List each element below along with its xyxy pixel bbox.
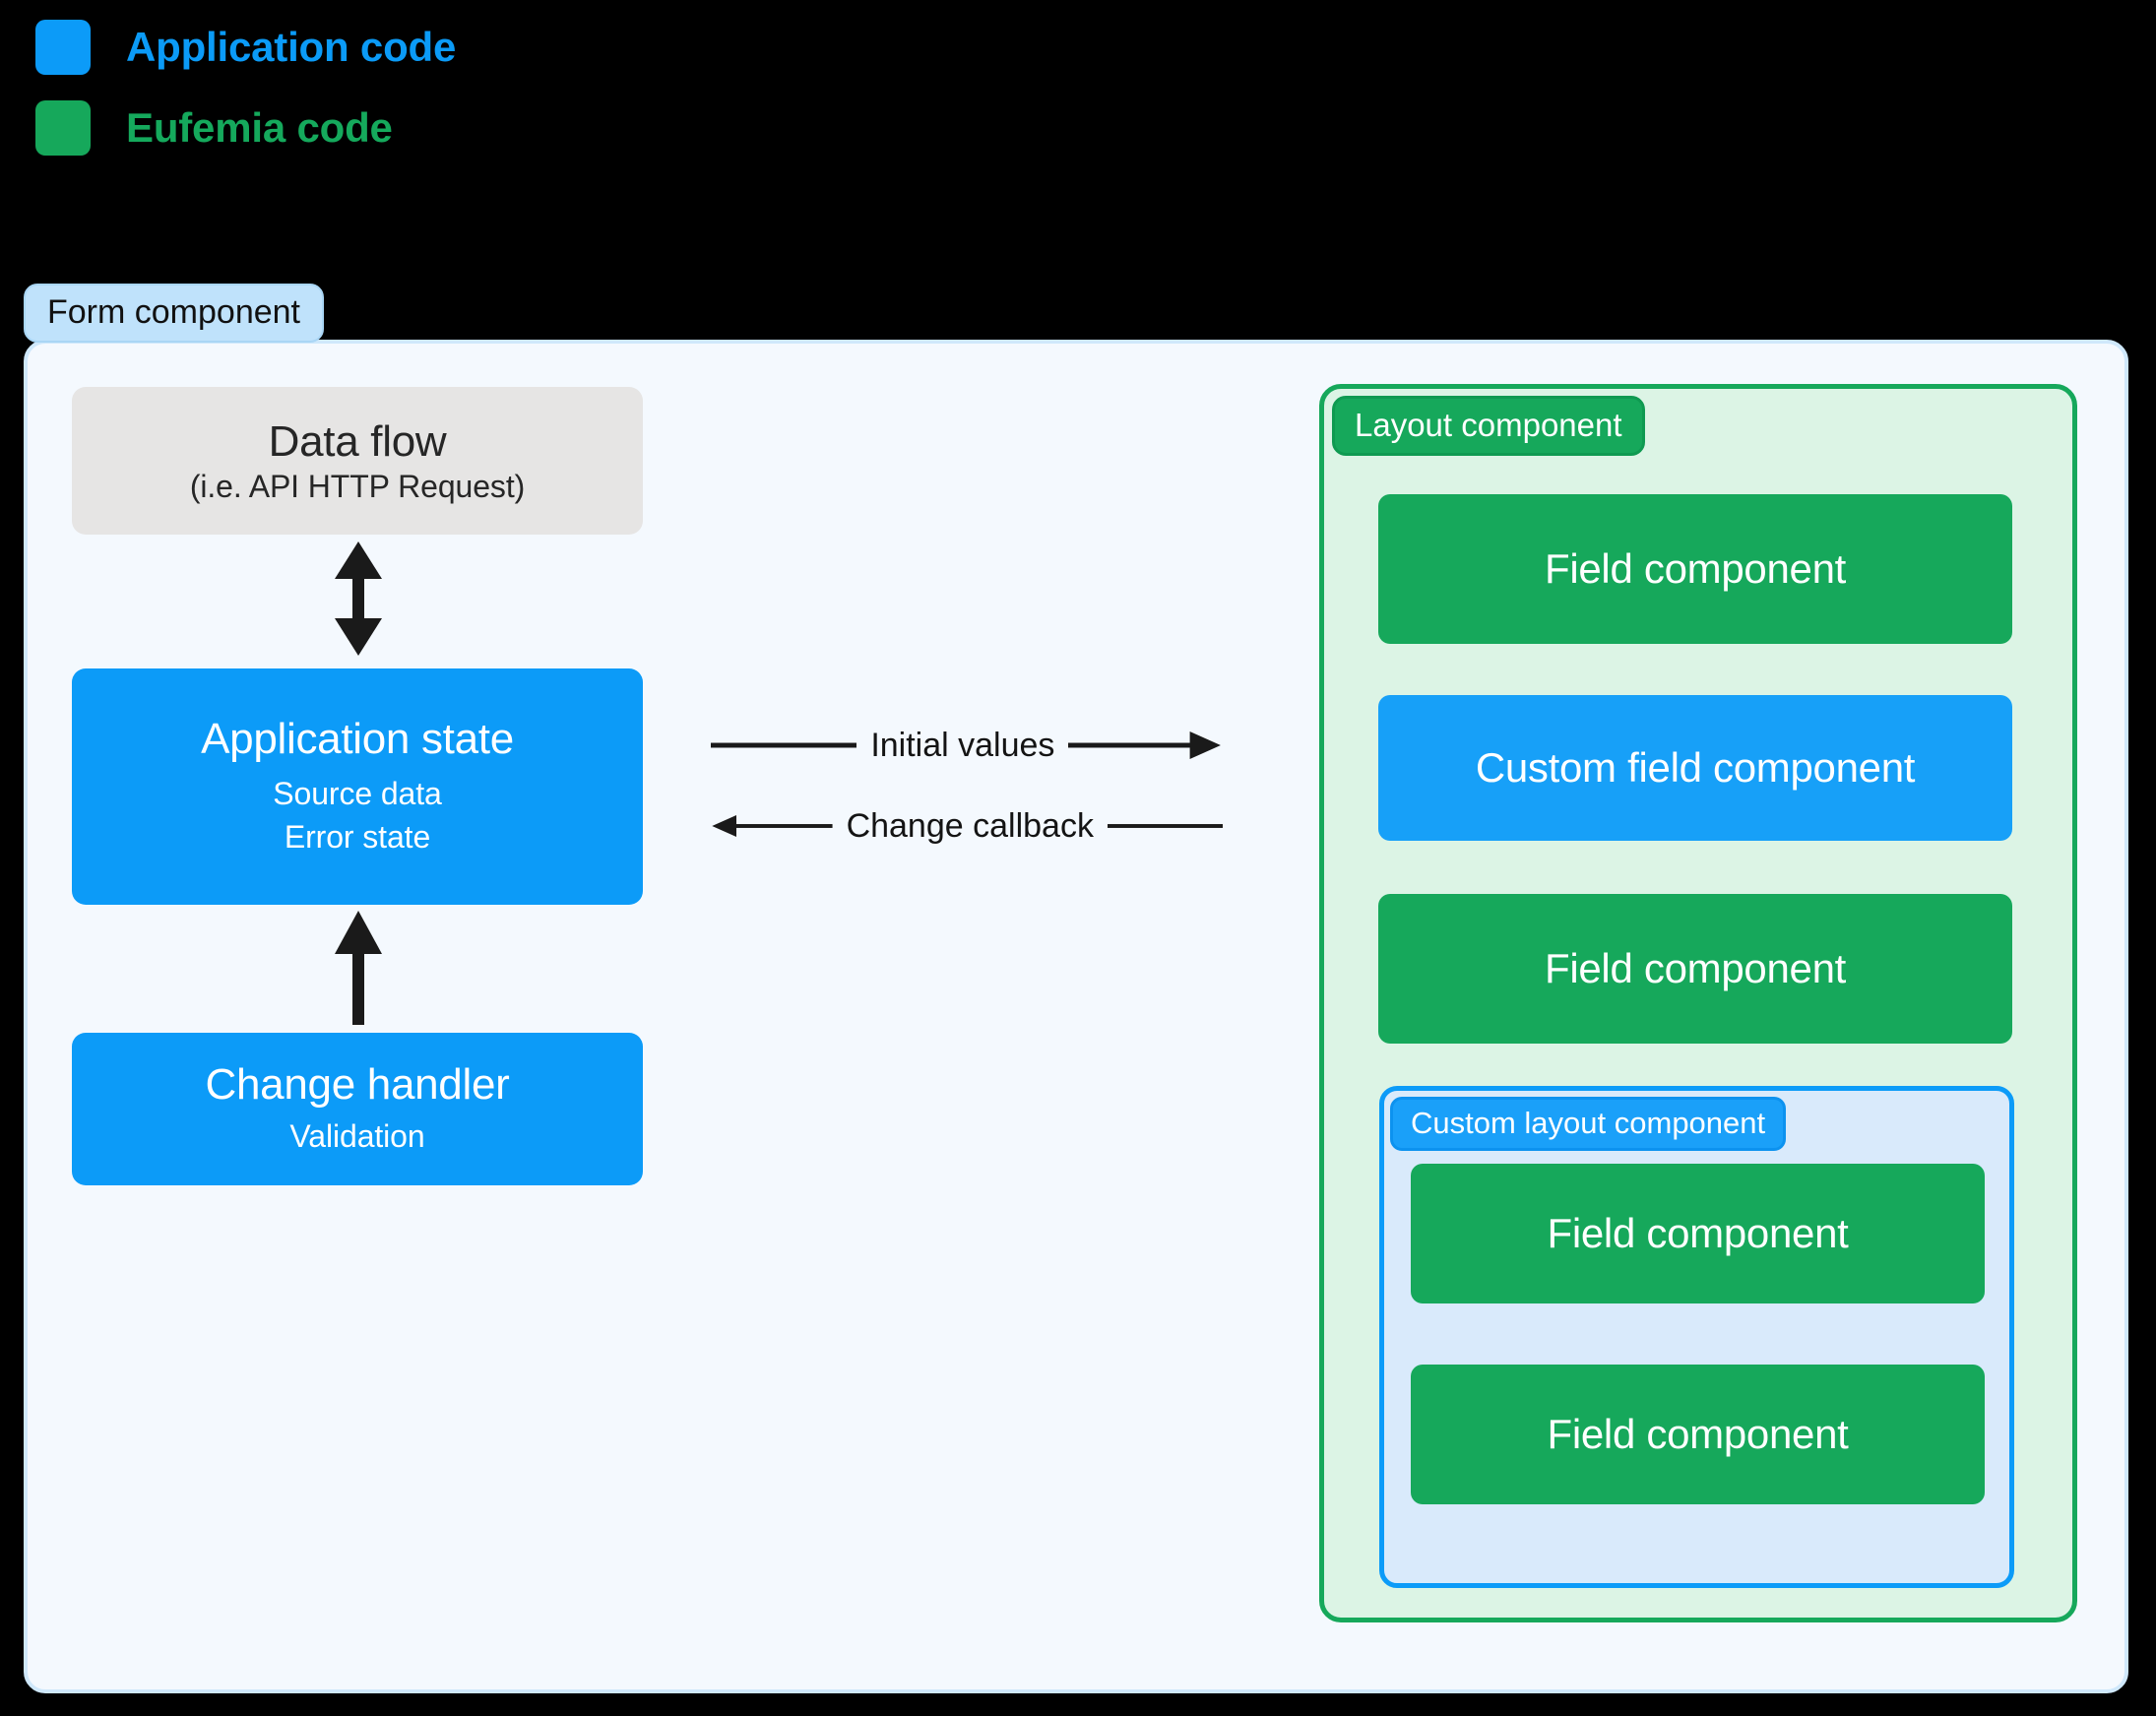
legend-label-application-code: Application code <box>126 24 457 70</box>
change-handler-sub-validation: Validation <box>289 1117 425 1154</box>
custom-layout-component-badge: Custom layout component <box>1390 1097 1787 1151</box>
data-flow-node: Data flow (i.e. API HTTP Request) <box>72 387 643 535</box>
initial-values-label: Initial values <box>870 727 1055 764</box>
form-component-badge: Form component <box>24 284 324 343</box>
change-callback-arrow: Change callback <box>711 809 1223 843</box>
initial-values-arrow: Initial values <box>711 729 1223 762</box>
field-component-box: Field component <box>1411 1365 1985 1504</box>
data-flow-title: Data flow <box>268 416 447 466</box>
field-component-box: Field component <box>1378 494 2012 644</box>
field-component-box: Field component <box>1378 894 2012 1044</box>
legend-item-application-code: Application code <box>35 20 456 75</box>
legend-label-eufemia-code: Eufemia code <box>126 104 393 151</box>
square-swatch-icon <box>35 100 91 156</box>
application-state-title: Application state <box>201 715 514 764</box>
change-callback-label: Change callback <box>846 807 1094 845</box>
change-handler-node: Change handler Validation <box>72 1033 643 1185</box>
data-flow-subtitle: (i.e. API HTTP Request) <box>189 469 526 505</box>
dataflow-appstate-arrow <box>329 540 388 658</box>
custom-field-component-box: Custom field component <box>1378 695 2012 841</box>
custom-layout-component-panel <box>1379 1086 2014 1588</box>
application-state-node: Application state Source data Error stat… <box>72 668 643 905</box>
layout-component-badge: Layout component <box>1332 396 1645 456</box>
application-state-sub-error-state: Error state <box>284 818 431 855</box>
change-handler-title: Change handler <box>205 1060 510 1110</box>
changehandler-appstate-arrow <box>329 909 388 1027</box>
legend: Application code Eufemia code <box>35 20 456 156</box>
square-swatch-icon <box>35 20 91 75</box>
field-component-box: Field component <box>1411 1164 1985 1303</box>
legend-item-eufemia-code: Eufemia code <box>35 100 456 156</box>
application-state-sub-source-data: Source data <box>273 776 442 812</box>
